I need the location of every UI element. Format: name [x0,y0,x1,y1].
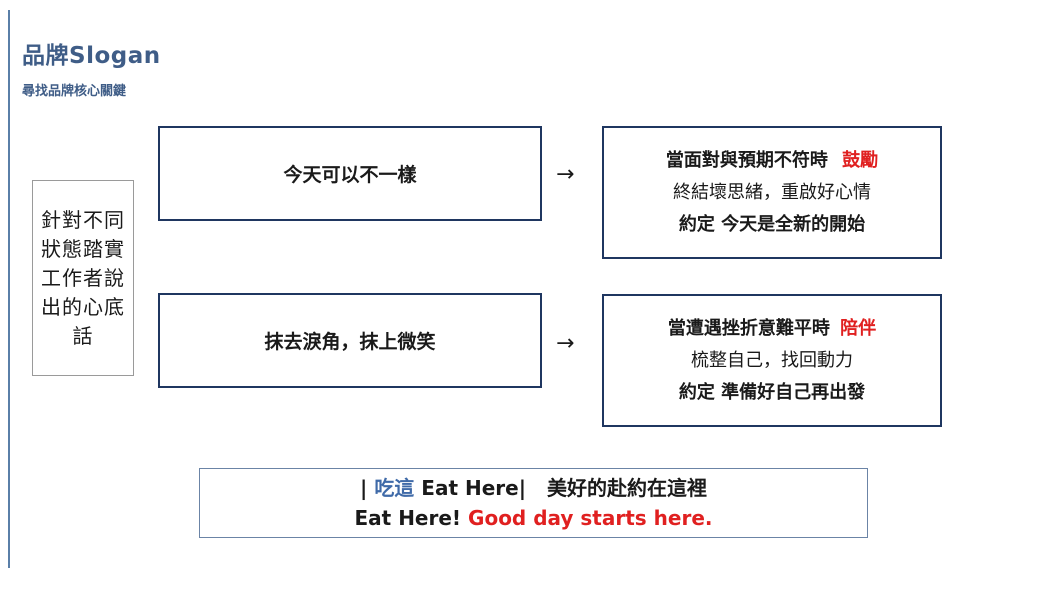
detail-1-highlight: 鼓勵 [842,149,879,171]
message-text-1: 今天可以不一樣 [283,164,417,186]
detail-box-2: 當遭遇挫折意難平時 陪伴 梳整自己，找回動力 約定 準備好自己再出發 [602,294,942,427]
detail-2-line-1: 當遭遇挫折意難平時 陪伴 [668,318,876,340]
side-note-text: 針對不同狀態踏實工作者說出的心底話 [41,207,125,348]
detail-1-line-2: 終結壞思緒，重啟好心情 [673,181,871,203]
footer-brand-en: Eat Here| [421,476,526,500]
footer-slogan-highlight: Good day starts here. [468,506,713,530]
page-title: 品牌Slogan [22,43,161,69]
footer-line-2: Eat Here! Good day starts here. [355,504,713,532]
arrow-icon-2: → [556,331,575,356]
footer-slogan-box: | 吃這 Eat Here| 美好的赴約在這裡 Eat Here! Good d… [199,468,868,538]
message-text-2: 抹去淚角，抹上微笑 [264,331,436,353]
side-note-box: 針對不同狀態踏實工作者說出的心底話 [32,180,134,376]
detail-1-lead: 當面對與預期不符時 [665,149,828,171]
slide-left-border [8,10,10,568]
detail-2-highlight: 陪伴 [840,317,877,339]
arrow-icon-1: → [556,162,575,187]
message-box-1: 今天可以不一樣 [158,126,542,221]
footer-slogan-lead: Eat Here! [354,506,462,530]
detail-2-lead: 當遭遇挫折意難平時 [667,317,830,339]
footer-tagline-cn: 美好的赴約在這裡 [546,476,707,500]
message-box-2: 抹去淚角，抹上微笑 [158,293,542,388]
footer-brand-cn: 吃這 [374,476,415,500]
footer-bar-open: | [360,476,368,500]
detail-1-line-3: 約定 今天是全新的開始 [678,213,866,235]
detail-2-line-2: 梳整自己，找回動力 [691,349,853,371]
footer-line-1: | 吃這 Eat Here| 美好的赴約在這裡 [360,474,707,502]
detail-box-1: 當面對與預期不符時 鼓勵 終結壞思緒，重啟好心情 約定 今天是全新的開始 [602,126,942,259]
detail-2-line-3: 約定 準備好自己再出發 [678,381,866,403]
page-subtitle: 尋找品牌核心關鍵 [22,84,127,99]
detail-1-line-1: 當面對與預期不符時 鼓勵 [666,150,878,172]
